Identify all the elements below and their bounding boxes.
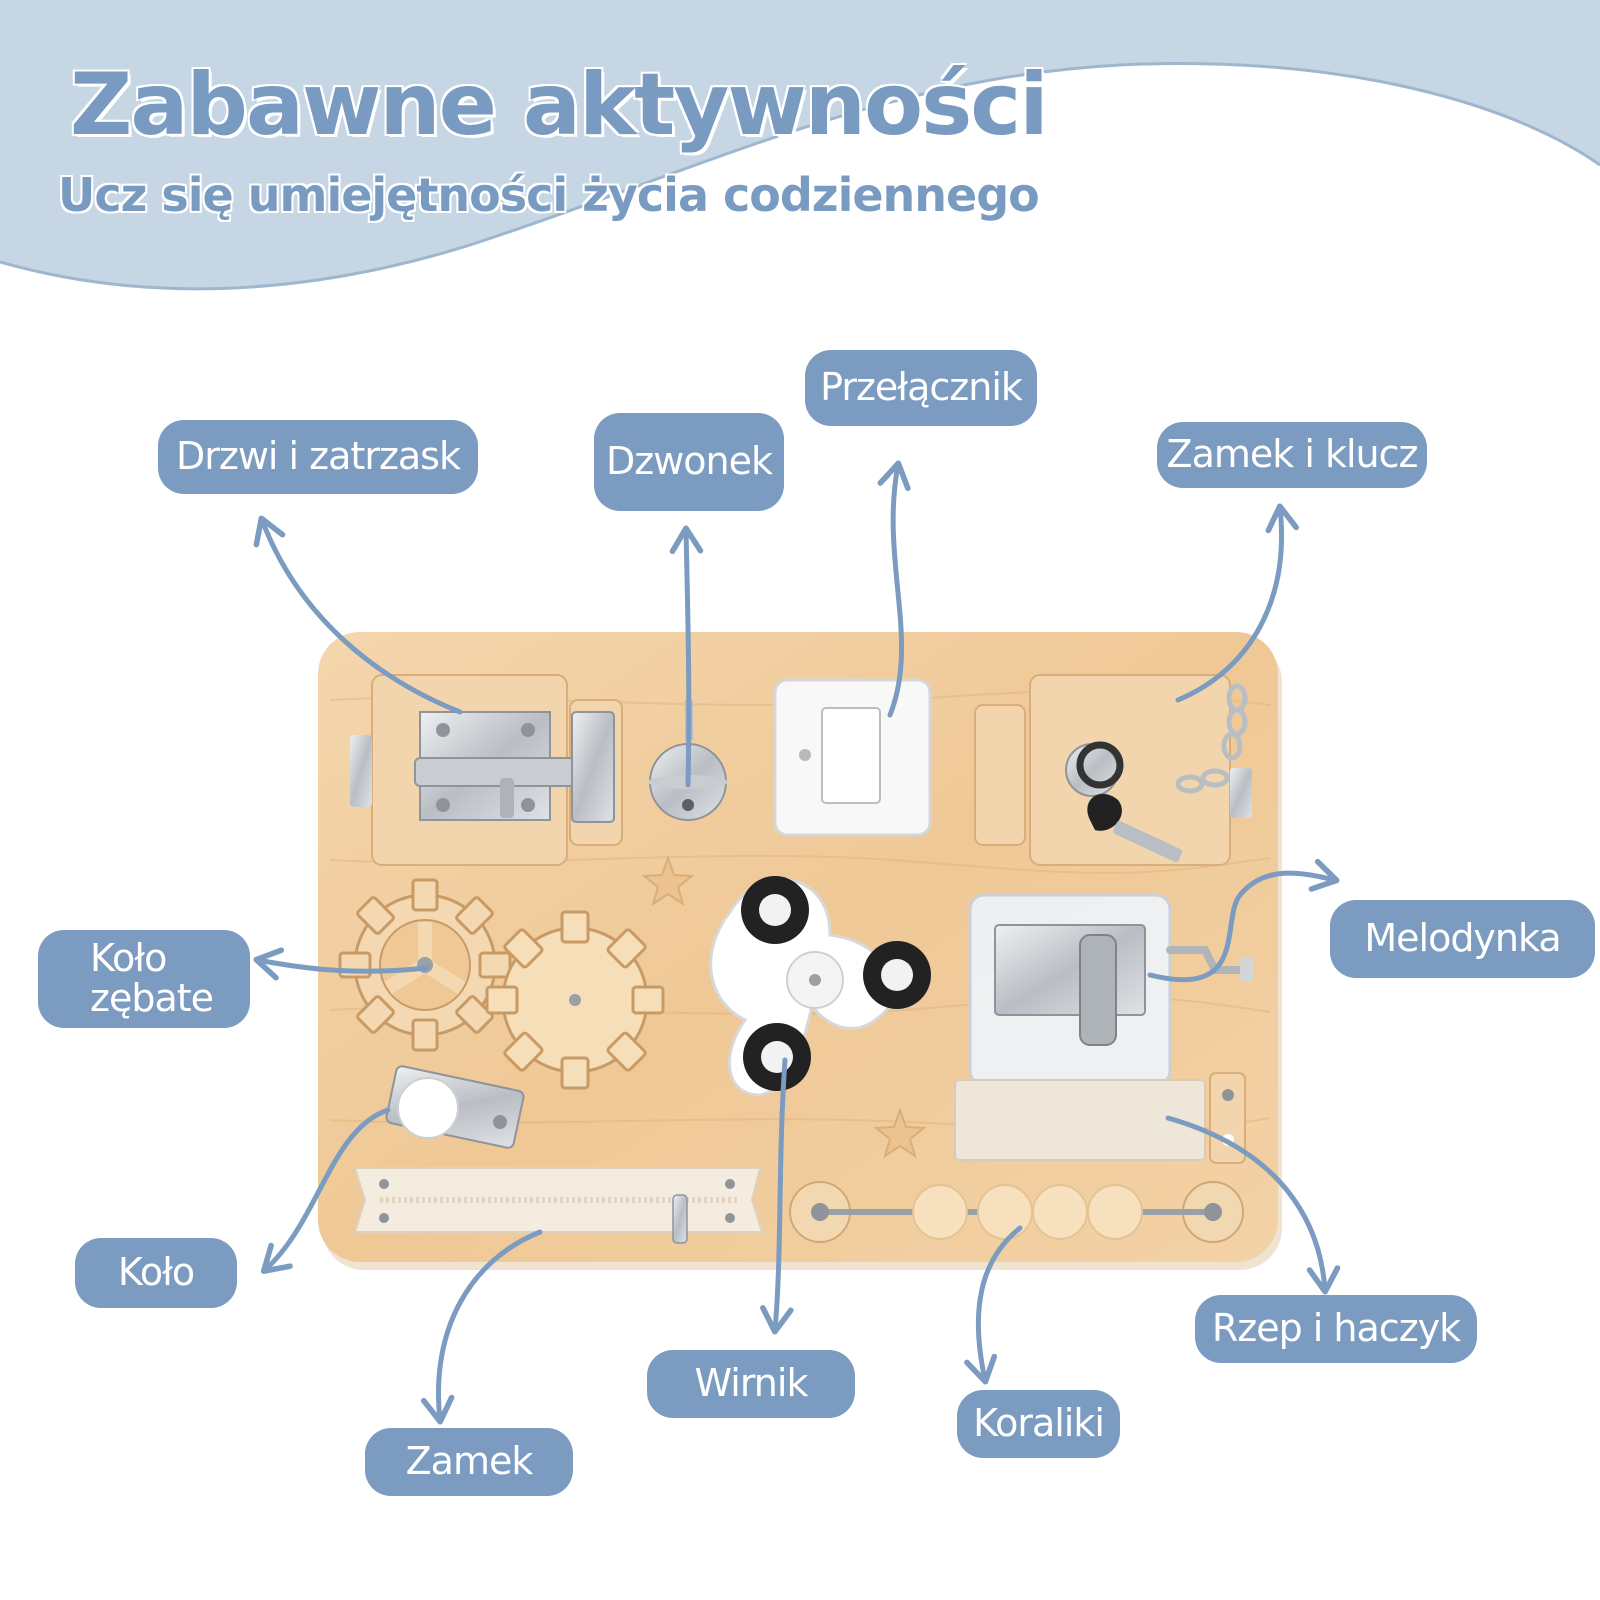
label-music-box: Melodynka (1330, 900, 1595, 978)
label-velcro-hook: Rzep i haczyk (1195, 1295, 1477, 1363)
label-door-latch: Drzwi i zatrzask (158, 420, 478, 494)
arrow-switch (877, 460, 911, 718)
label-text-line-2: zębate (90, 976, 214, 1020)
arrow-beads (964, 1225, 1023, 1385)
label-text-line-1: Koło (90, 936, 167, 981)
busy-board (318, 632, 1282, 1270)
star-decoration (641, 854, 695, 907)
label-text: Melodynka (1364, 916, 1561, 961)
label-gear: Koło zębate (38, 930, 250, 1028)
light-switch-module (773, 678, 932, 837)
arrow-velcro-hook (1165, 1115, 1341, 1295)
arrow-wheel (260, 1107, 391, 1274)
callout-arrows (253, 460, 1341, 1425)
label-text: Dzwonek (605, 439, 773, 484)
label-wheel: Koło (75, 1238, 237, 1308)
arrow-music-box (1147, 858, 1340, 983)
label-text: Zamek (405, 1439, 534, 1484)
music-box-module (968, 893, 1254, 1087)
gear-module (338, 878, 665, 1090)
beads-module (789, 1181, 1244, 1243)
label-bell: Dzwonek (594, 413, 784, 511)
arrow-door-latch (253, 515, 463, 715)
arrow-zipper (420, 1229, 543, 1425)
label-zipper: Zamek (365, 1428, 573, 1496)
spinner-module (709, 876, 931, 1097)
label-text: Przełącznik (820, 365, 1023, 410)
label-text: Wirnik (694, 1361, 809, 1406)
label-text: Koło (117, 1250, 195, 1295)
lock-key-module (974, 674, 1252, 866)
castor-wheel-module (385, 1065, 525, 1149)
label-text: Koraliki (973, 1401, 1105, 1446)
velcro-module (954, 1072, 1246, 1164)
star-decoration (873, 1106, 927, 1159)
label-switch: Przełącznik (805, 350, 1037, 426)
header-band (0, 0, 1600, 291)
label-beads: Koraliki (957, 1390, 1120, 1458)
zipper-module (353, 1167, 764, 1244)
label-spinner: Wirnik (647, 1350, 855, 1418)
page-subtitle: Ucz się umiejętności życia codziennego (58, 168, 1040, 222)
label-text: Rzep i haczyk (1211, 1306, 1461, 1351)
arrow-bell (669, 525, 704, 788)
label-lock-key: Zamek i klucz (1157, 422, 1427, 488)
label-text: Drzwi i zatrzask (176, 434, 461, 479)
page-title: Zabawne aktywności (70, 55, 1049, 155)
door-latch-module (350, 674, 623, 866)
label-text: Zamek i klucz (1166, 432, 1419, 477)
arrow-spinner (760, 1057, 794, 1335)
arrow-gear (253, 947, 429, 981)
arrow-lock-key (1175, 503, 1299, 703)
